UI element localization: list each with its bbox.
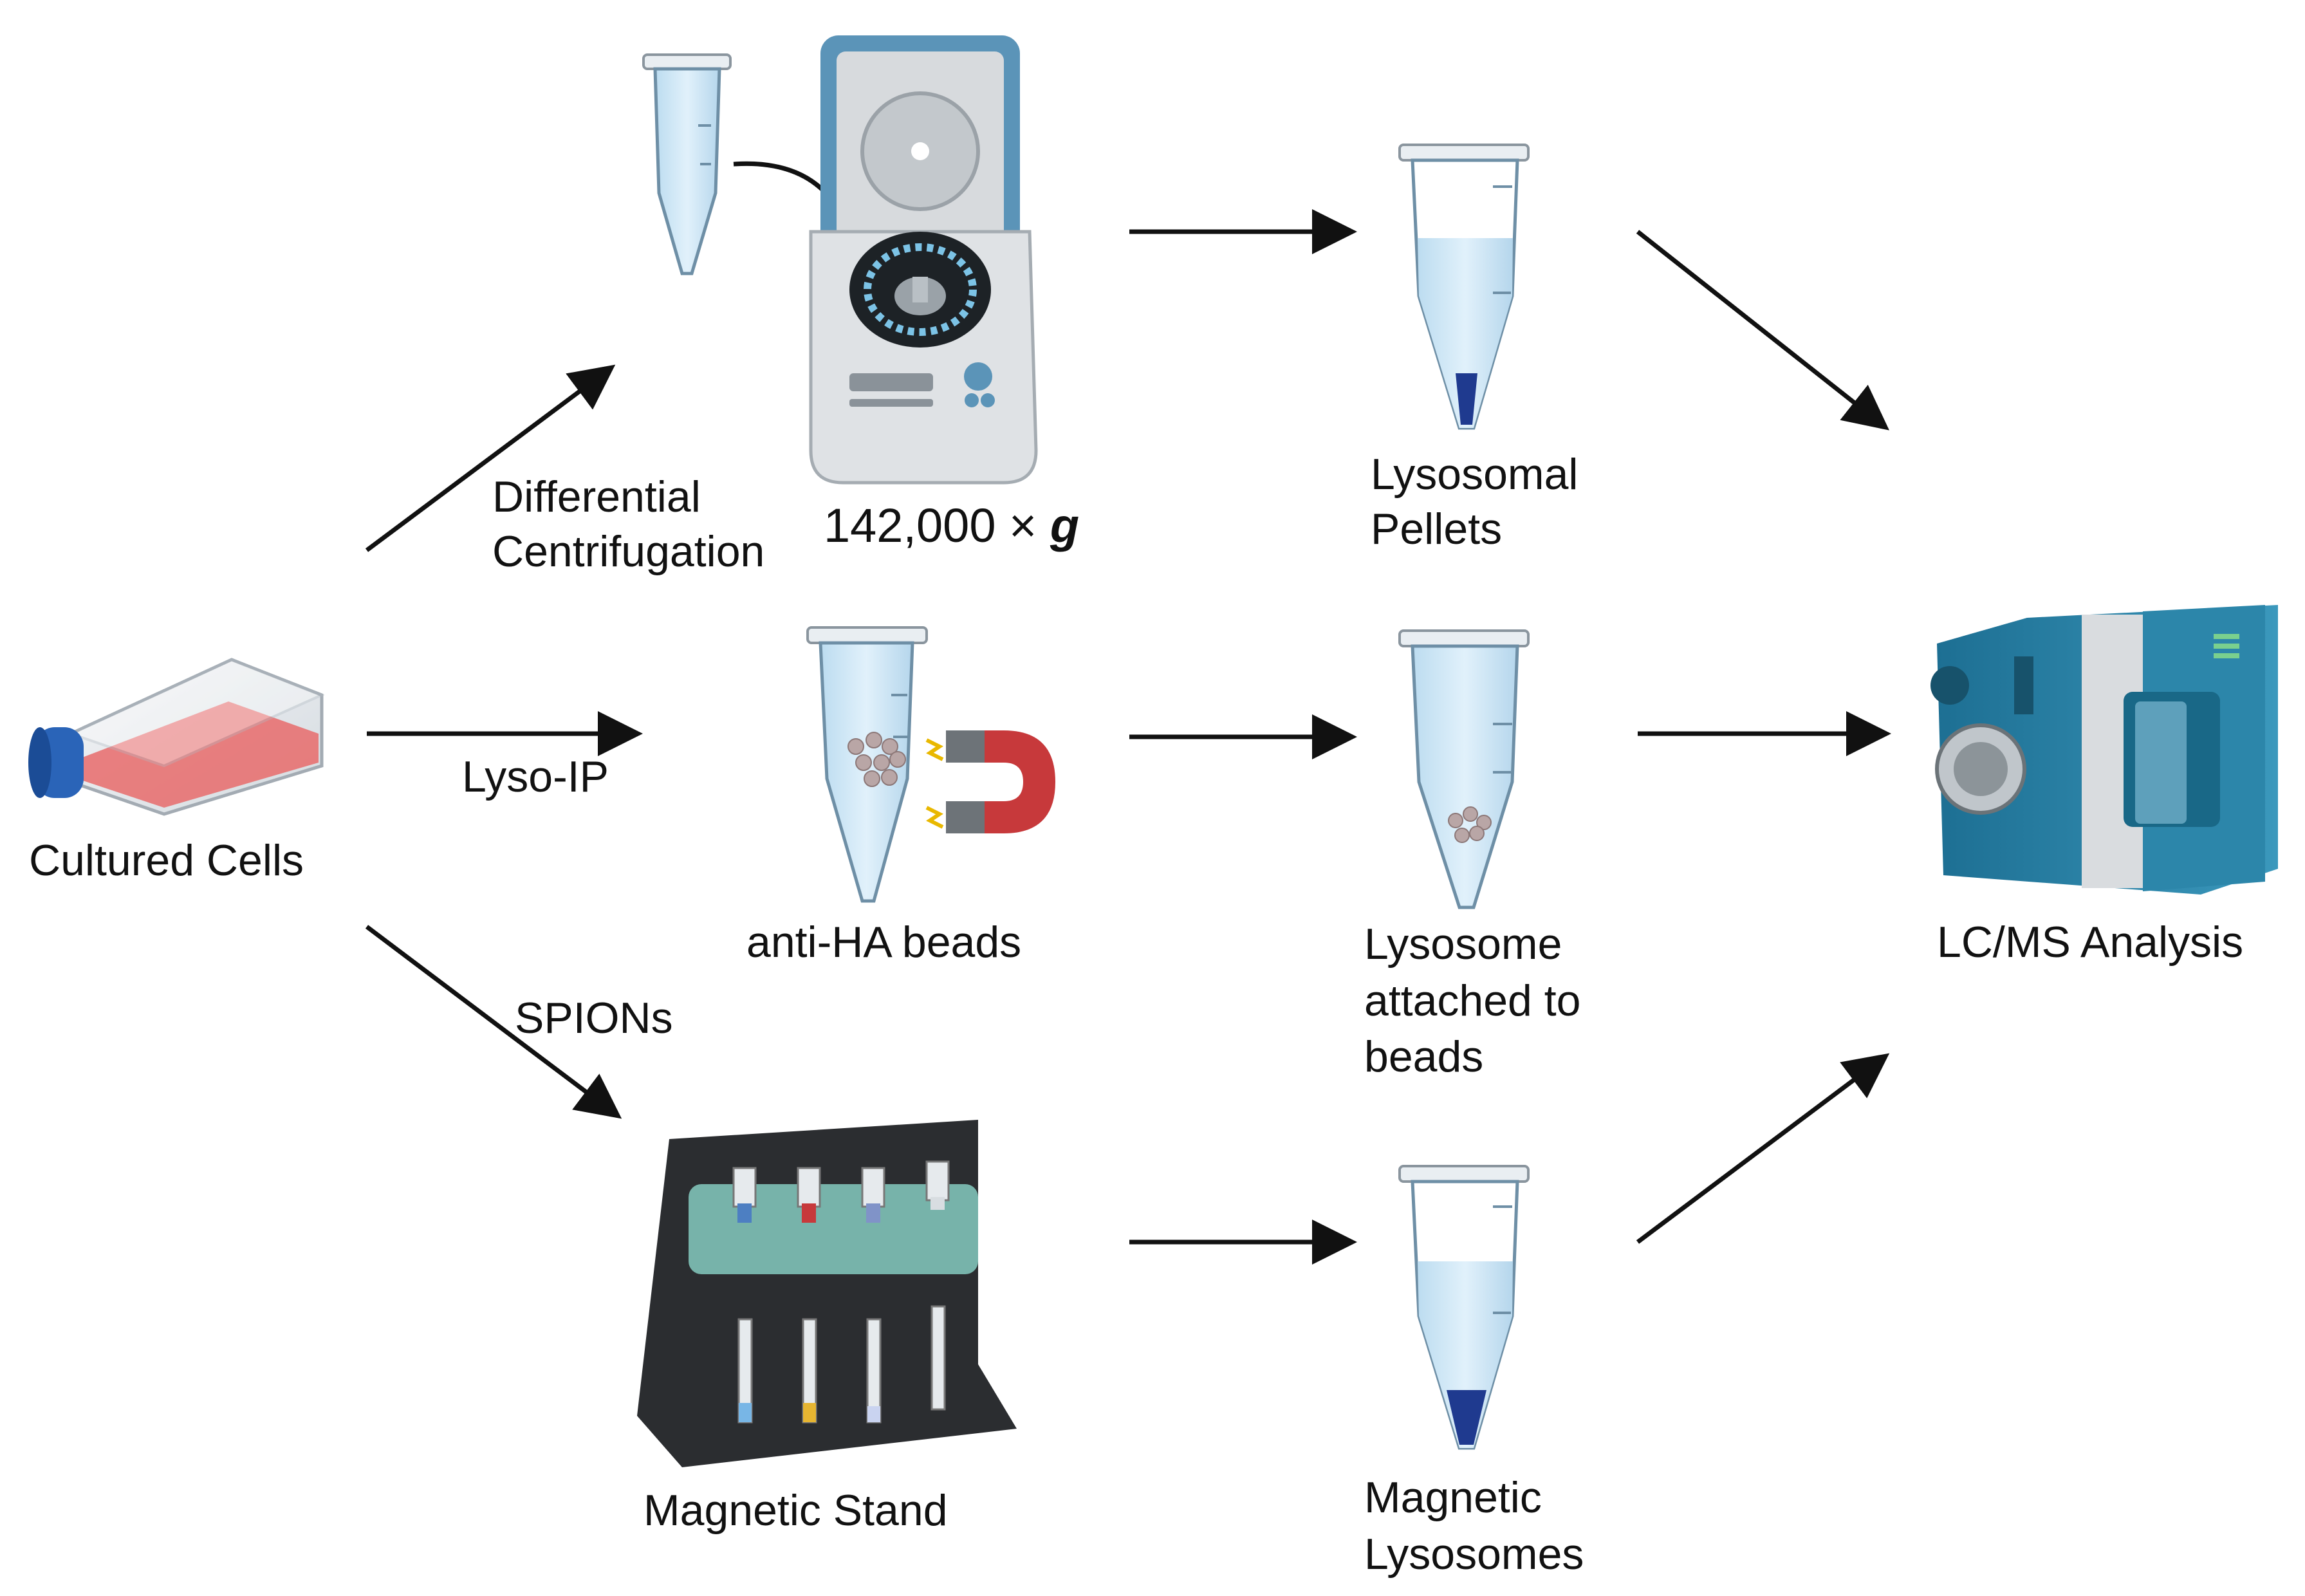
label-spions: SPIONs [515,994,673,1043]
arrow-to-centrifugation [365,364,616,552]
centrifuge-icon [809,35,1038,485]
pellet-tube-icon [1398,144,1530,430]
label-differential-1: Differential [492,472,701,521]
stand-tubes [732,1160,950,1424]
label-lysosomal-2: Pellets [1371,505,1502,553]
arrow-magnetic-to-lcms [1636,1053,1890,1244]
arrow-pellet-to-lcms [1636,230,1889,431]
bead-tube-icon [1398,629,1530,909]
arrows [365,209,1891,1265]
microtube-icon [642,53,732,275]
label-differential-2: Centrifugation [492,527,764,576]
magnetic-stand-icon [637,1120,1017,1467]
label-anti-ha-beads: anti-HA beads [746,918,1021,967]
label-lyso-ip: Lyso-IP [462,752,609,801]
label-attached-2: attached to [1364,976,1580,1025]
label-attached-3: beads [1364,1032,1483,1081]
label-magnetic-stand: Magnetic Stand [643,1486,948,1535]
label-attached-1: Lysosome [1364,920,1562,969]
label-lysosomal-1: Lysosomal [1371,450,1578,499]
label-magnetic-lysosomes-1: Magnetic [1364,1473,1542,1522]
lcms-instrument-icon [1930,605,2278,895]
beads [847,732,906,787]
label-magnetic-lysosomes-2: Lysosomes [1364,1530,1584,1579]
label-cultured-cells: Cultured Cells [29,836,304,885]
arrow-to-spions [365,925,622,1119]
magnetic-lysosome-tube-icon [1398,1165,1530,1450]
flask-icon [28,658,326,816]
label-lcms-analysis: LC/MS Analysis [1937,918,2243,967]
magnet-icon [925,730,1055,833]
bead-tube-with-magnet [806,626,928,903]
label-g-force: 142,000 × g [824,499,1079,552]
